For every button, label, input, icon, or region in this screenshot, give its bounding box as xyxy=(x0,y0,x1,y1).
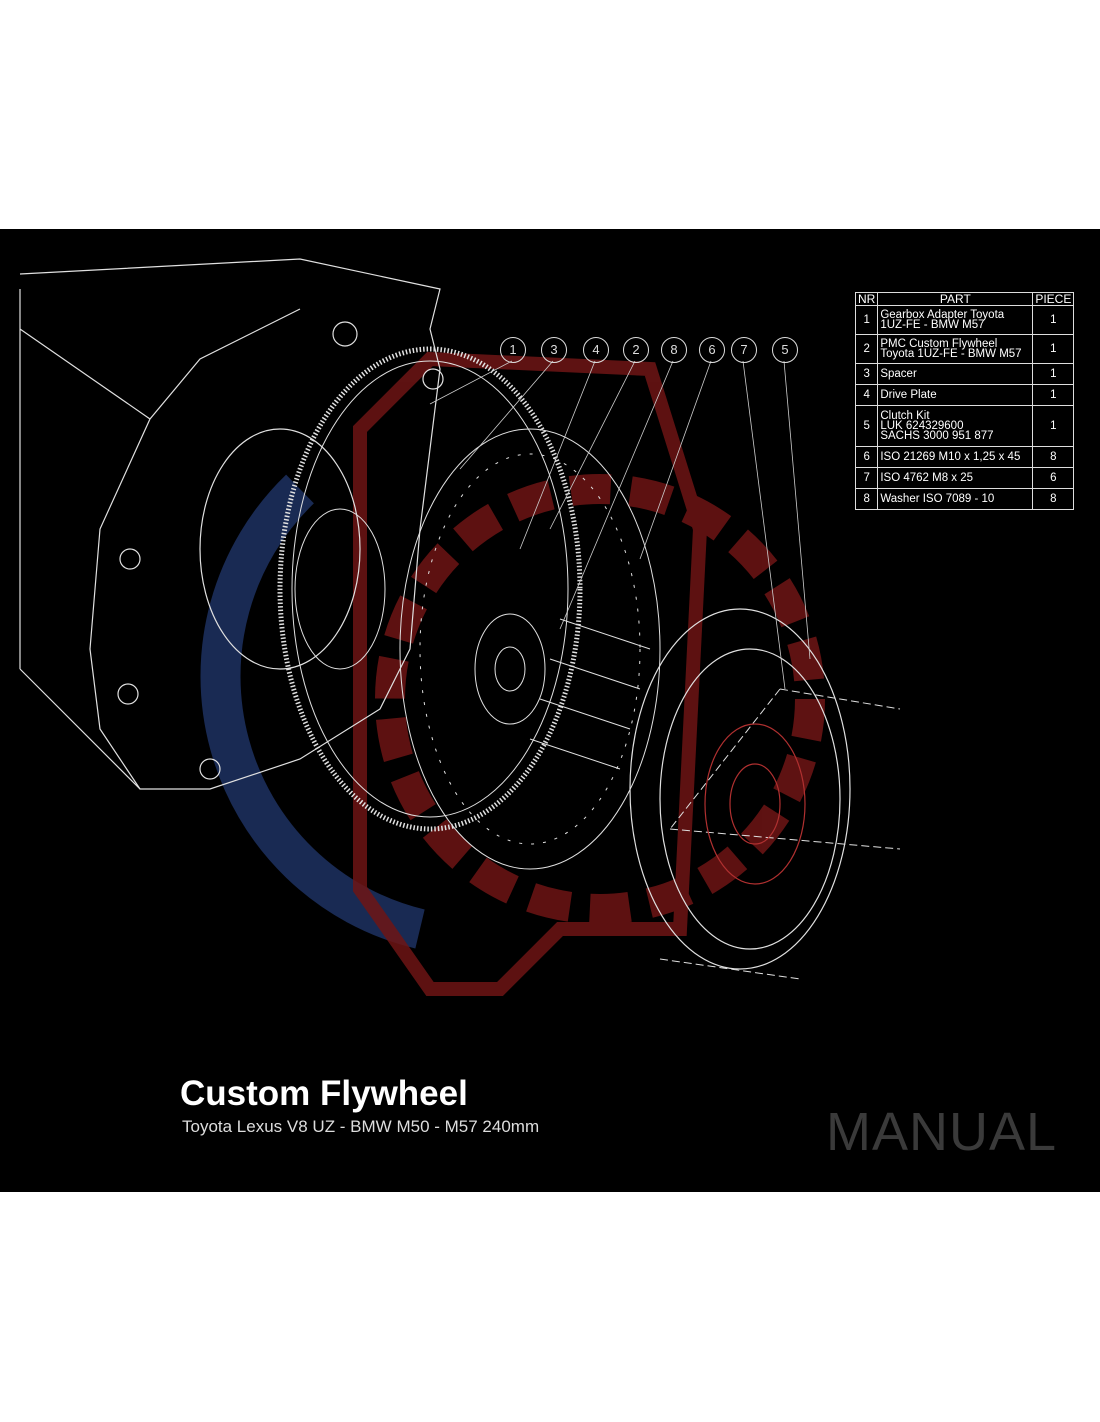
flywheel xyxy=(399,428,661,870)
cell-nr: 6 xyxy=(854,446,879,468)
product-subtitle: Toyota Lexus V8 UZ - BMW M50 - M57 240mm xyxy=(182,1117,540,1136)
red-logo-watermark xyxy=(353,351,825,996)
cell-piece: 8 xyxy=(1032,488,1075,510)
cell-nr: 7 xyxy=(854,467,879,489)
balloon-2: 2 xyxy=(623,337,649,363)
cell-piece: 8 xyxy=(1032,446,1075,468)
cell-part: Drive Plate xyxy=(877,384,1034,406)
balloon-5: 5 xyxy=(772,337,798,363)
cell-piece: 1 xyxy=(1032,405,1075,447)
header-nr: NR xyxy=(854,292,879,306)
balloon-1: 1 xyxy=(500,337,526,363)
header-piece: PIECE xyxy=(1032,292,1075,306)
part-line: LUK 624329600 xyxy=(880,420,964,432)
header-part: PART xyxy=(877,292,1034,306)
cell-nr: 2 xyxy=(854,334,879,364)
part-line: Clutch Kit xyxy=(880,410,930,422)
part-line: SACHS 3000 951 877 xyxy=(880,430,994,442)
cell-piece: 1 xyxy=(1032,305,1075,335)
cell-piece: 1 xyxy=(1032,334,1075,364)
balloon-3: 3 xyxy=(541,337,567,363)
balloon-8: 8 xyxy=(661,337,687,363)
cell-part: ISO 21269 M10 x 1,25 x 45 xyxy=(877,446,1034,468)
part-line: Toyota 1UZ-FE - BMW M57 xyxy=(880,348,1022,360)
manual-label: MANUAL xyxy=(826,1102,1058,1162)
balloon-6: 6 xyxy=(699,337,725,363)
cell-nr: 4 xyxy=(854,384,879,406)
part-line: Gearbox Adapter Toyota xyxy=(880,309,1005,321)
part-line: PMC Custom Flywheel xyxy=(880,338,998,350)
gearbox-housing xyxy=(19,258,444,790)
exploded-view-drawing xyxy=(19,258,901,996)
balloon-7: 7 xyxy=(731,337,757,363)
cell-nr: 1 xyxy=(854,305,879,335)
cell-piece: 1 xyxy=(1032,384,1075,406)
cell-part: ISO 4762 M8 x 25 xyxy=(877,467,1034,489)
balloon-4: 4 xyxy=(583,337,609,363)
bolts xyxy=(529,618,901,980)
product-title: Custom Flywheel xyxy=(180,1074,468,1113)
leader-lines xyxy=(429,360,811,690)
cell-piece: 1 xyxy=(1032,363,1075,385)
table-header-row: NR PART PIECE xyxy=(854,292,1075,306)
cell-part: Spacer xyxy=(877,363,1034,385)
cell-part: Washer ISO 7089 - 10 xyxy=(877,488,1034,510)
blue-gear-watermark xyxy=(200,474,425,949)
cell-nr: 8 xyxy=(854,488,879,510)
clutch-kit xyxy=(629,608,851,970)
part-line: 1UZ-FE - BMW M57 xyxy=(880,319,985,331)
cell-piece: 6 xyxy=(1032,467,1075,489)
cell-nr: 5 xyxy=(854,405,879,447)
cell-nr: 3 xyxy=(854,363,879,385)
flywheel-ring-gear xyxy=(277,346,583,832)
